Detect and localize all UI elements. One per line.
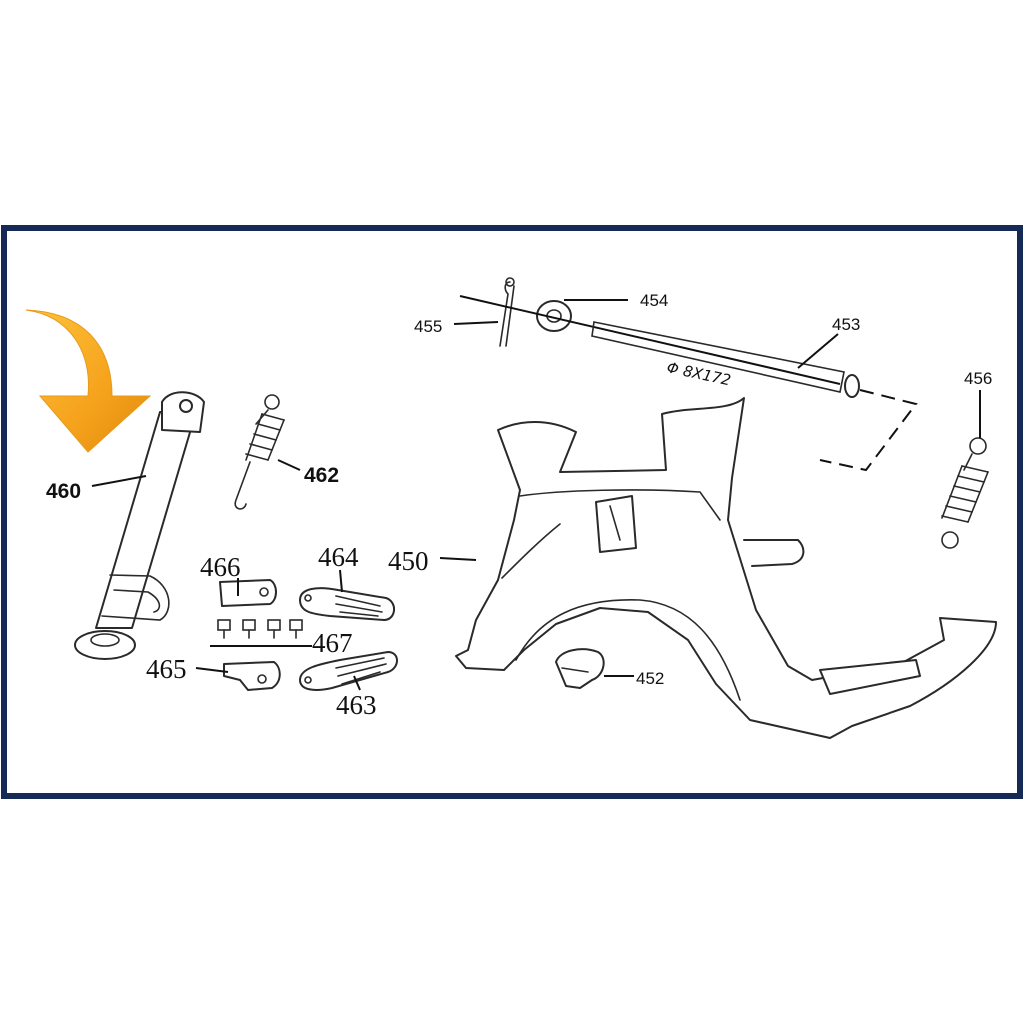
label-462: 462 — [304, 464, 339, 487]
label-466: 466 — [200, 552, 241, 582]
spring-456 — [941, 437, 989, 549]
cotter-pin-455 — [499, 277, 515, 347]
leader-lines — [91, 299, 981, 691]
footrest-463 — [299, 651, 398, 691]
label-450: 450 — [388, 546, 429, 576]
arrow-down-icon — [25, 309, 152, 453]
label-455: 455 — [414, 317, 442, 336]
side-stand-460 — [74, 391, 205, 660]
label-460: 460 — [46, 480, 81, 503]
label-467: 467 — [312, 628, 353, 658]
label-463: 463 — [336, 690, 377, 720]
stopper-452 — [555, 648, 605, 689]
label-464: 464 — [318, 542, 359, 572]
shaft-453 — [459, 295, 918, 472]
spring-462 — [234, 394, 285, 510]
label-454: 454 — [640, 291, 668, 310]
footrest-464 — [299, 587, 395, 621]
bracket-466 — [219, 579, 277, 607]
label-456: 456 — [964, 369, 992, 388]
label-465: 465 — [146, 654, 187, 684]
screws-467 — [210, 619, 312, 647]
main-stand-450 — [455, 397, 997, 739]
bracket-465 — [223, 661, 281, 691]
label-452: 452 — [636, 669, 664, 688]
label-453: 453 — [832, 315, 860, 334]
